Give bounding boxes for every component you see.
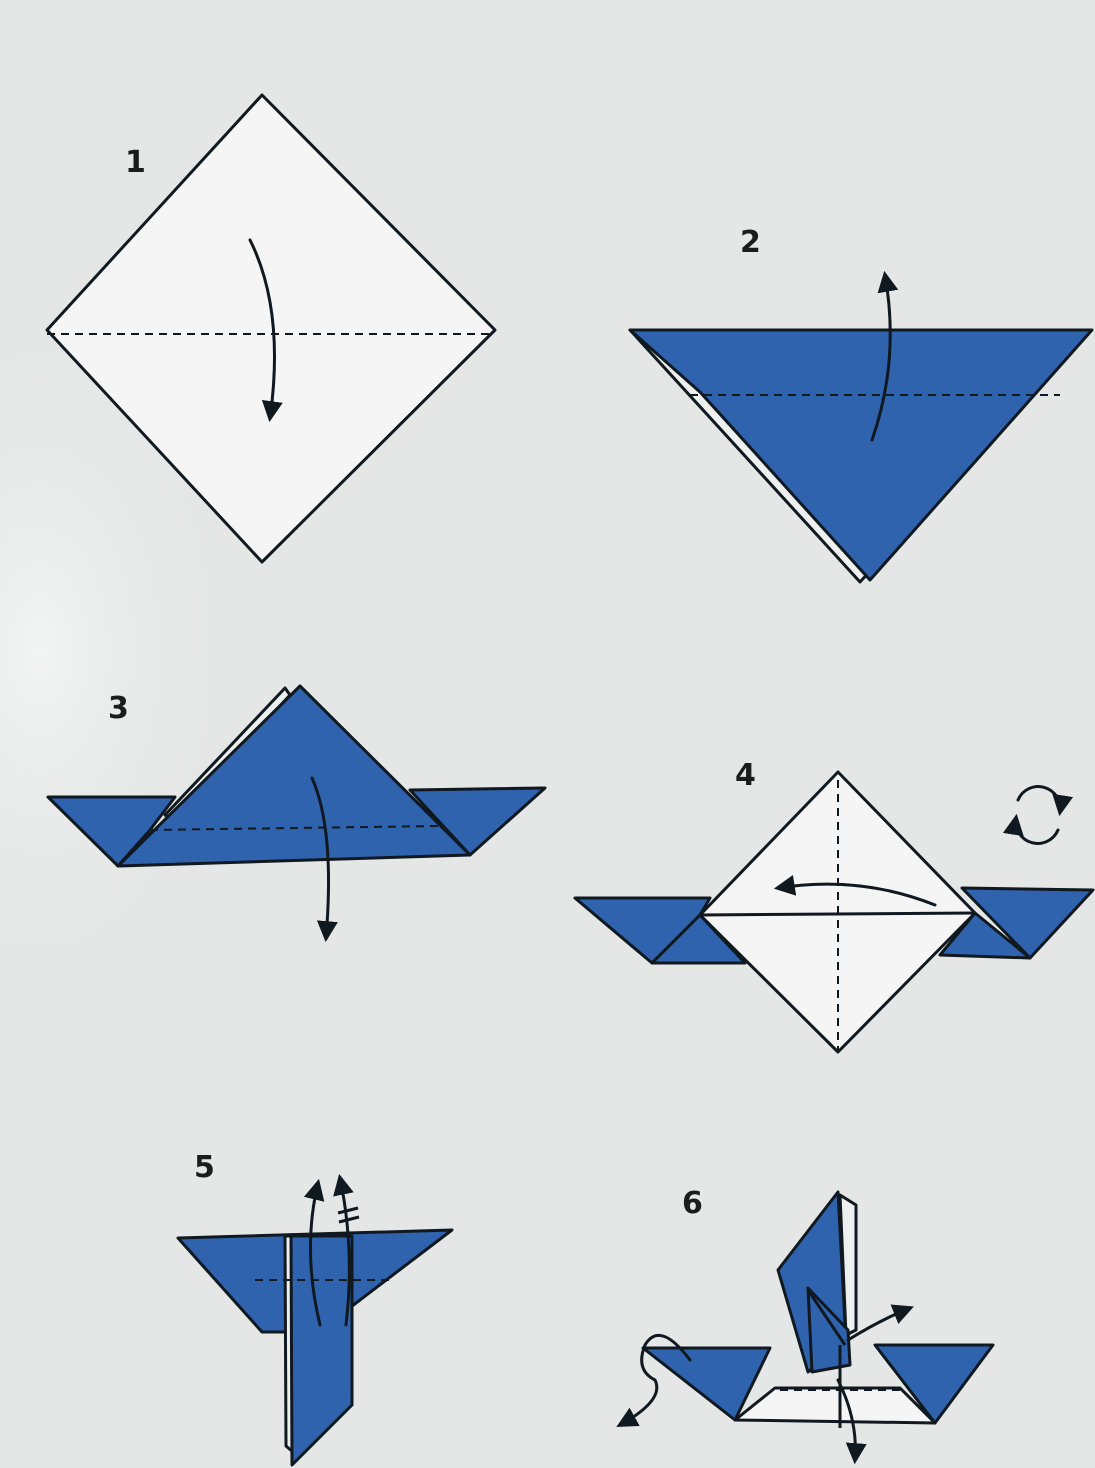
step-2-number: 2: [740, 225, 761, 260]
step-3-triangle: [116, 684, 472, 868]
step-5-fold-up-arrow: [303, 1178, 325, 1327]
step-6-number: 6: [682, 1186, 703, 1221]
step-5: 5: [176, 1150, 454, 1467]
step-6: 6: [616, 1186, 995, 1465]
step-4-right-wing: [960, 886, 1095, 960]
step-1-square-paper: [45, 93, 497, 564]
step-1-number: 1: [125, 145, 146, 180]
step-3-fold-line: [149, 825, 441, 831]
step-6-tail-loop-arrow: [616, 1334, 692, 1428]
step-2-fold-up-arrow: [870, 270, 899, 442]
step-2-triangle: [628, 328, 1094, 582]
step-6-neck-crease: [806, 1289, 847, 1346]
step-3: 3: [46, 684, 547, 943]
step-3-fold-down-arrow: [310, 776, 338, 943]
step-4-number: 4: [735, 758, 756, 793]
step-5-stem: [289, 1234, 354, 1467]
step-5-number: 5: [194, 1150, 215, 1185]
step-6-pull-out-arrow: [846, 1304, 914, 1342]
step-3-number: 3: [108, 691, 129, 726]
step-2: 2: [628, 225, 1094, 584]
step-5-fold-behind-arrow: [333, 1173, 354, 1327]
step-6-base: [733, 1386, 937, 1425]
step-1: 1: [45, 93, 497, 564]
step-6-right-wing: [873, 1343, 995, 1425]
step-4-fold-left-arrow: [773, 875, 937, 907]
step-3-right-wing: [408, 786, 547, 857]
rotate-icon: [1003, 785, 1073, 845]
step-6-fold-down-arrow: [836, 1378, 867, 1465]
step-4-right-fold: [938, 911, 1032, 960]
step-1-fold-down-arrow: [248, 238, 283, 423]
step-6-left-wing: [641, 1346, 772, 1422]
step-5-behind-mark-2: [338, 1215, 360, 1224]
step-5-behind-mark-1: [337, 1206, 359, 1215]
step-4: 4: [573, 758, 1095, 1054]
